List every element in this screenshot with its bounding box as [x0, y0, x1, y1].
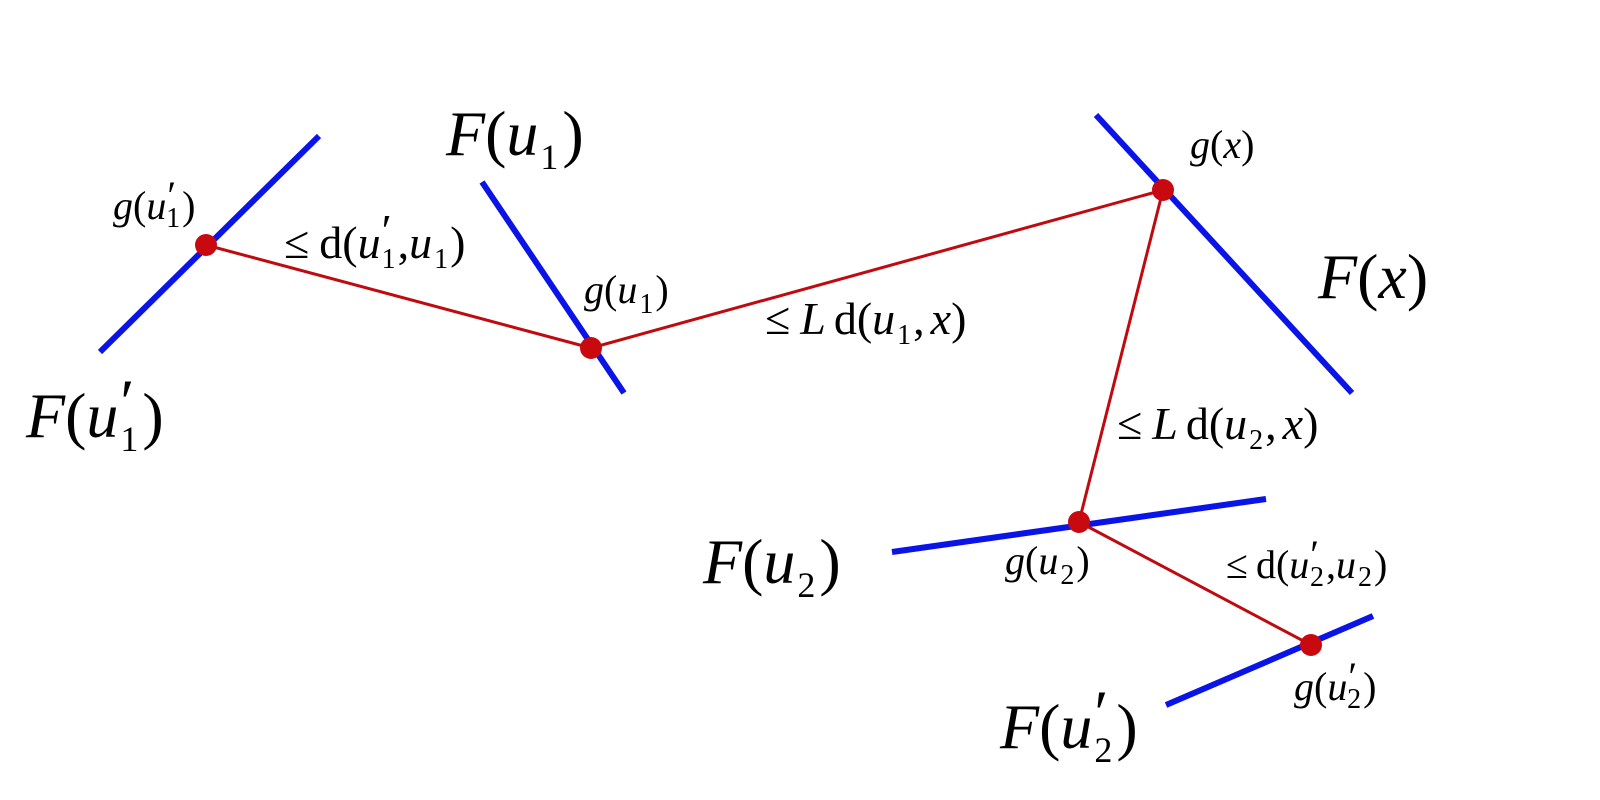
- point-g-u1: [580, 337, 602, 359]
- distance-segment-u1-x: [589, 188, 1165, 350]
- point-g-u1-prime: [195, 234, 217, 256]
- label-F-u1: F(u1): [445, 98, 584, 177]
- label-g-u1: g(u1): [584, 267, 669, 320]
- label-g-u1-prime: g(u′1): [113, 173, 195, 234]
- label-g-u2-prime: g(u′2): [1294, 654, 1376, 715]
- label-g-x: g(x): [1190, 122, 1254, 167]
- label-F-u2-prime: F(u′2): [999, 677, 1138, 770]
- distance-segment-x-u2: [1077, 188, 1165, 524]
- point-g-u2: [1068, 511, 1090, 533]
- label-F-u2: F(u2): [702, 526, 841, 605]
- fiber-line-x: [1093, 112, 1355, 396]
- label-F-x: F(x): [1317, 241, 1428, 312]
- distance-segment-u1p-u1: [204, 243, 593, 350]
- fiber-line-u1: [479, 180, 627, 395]
- distance-segment-u2-u2p: [1077, 520, 1313, 647]
- fiber-line-u2-prime: [1164, 613, 1375, 708]
- label-dist-u1p-u1: ≤d(u′1,u1): [284, 205, 465, 275]
- point-g-x: [1152, 179, 1174, 201]
- label-dist-u2p-u2: ≤d(u′2,u2): [1226, 532, 1387, 593]
- label-F-u1-prime: F(u′1): [25, 366, 164, 459]
- point-g-u2-prime: [1300, 634, 1322, 656]
- label-g-u2: g(u2): [1005, 538, 1090, 591]
